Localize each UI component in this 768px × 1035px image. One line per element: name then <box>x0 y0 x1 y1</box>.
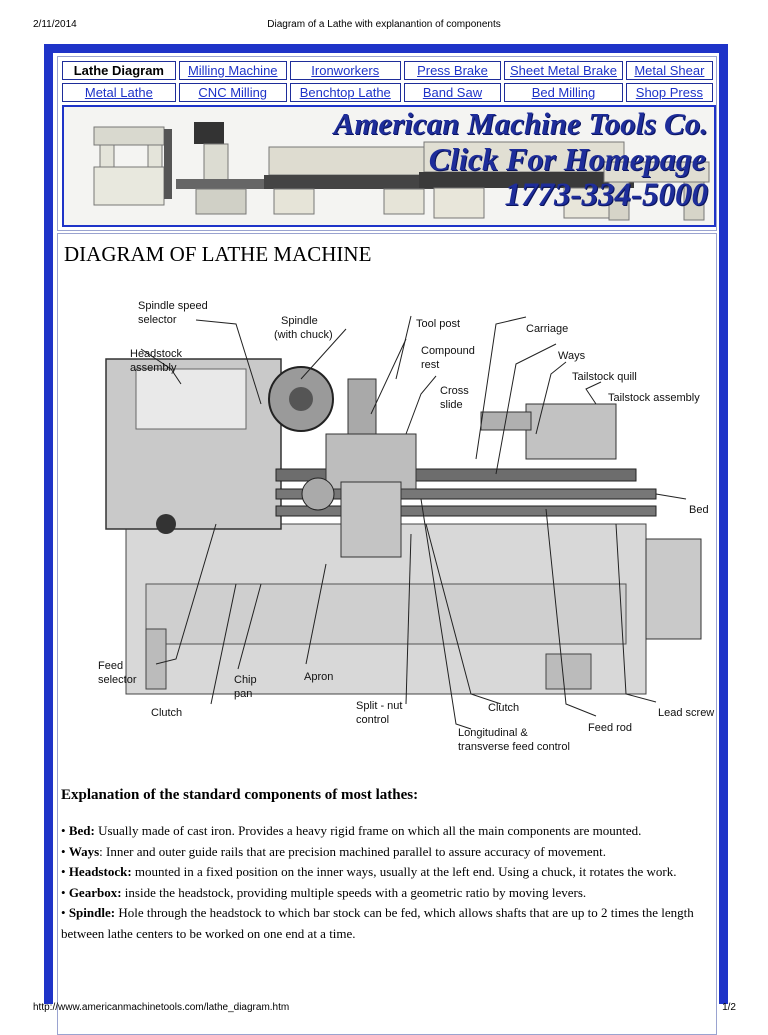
component-list: • Bed: Usually made of cast iron. Provid… <box>61 821 701 944</box>
nav-sheet-metal-brake[interactable]: Sheet Metal Brake <box>504 61 623 80</box>
nav-link[interactable]: Band Saw <box>422 85 483 100</box>
nav-link[interactable]: Metal Shear <box>634 63 705 78</box>
label-headstock-2: assembly <box>130 362 177 374</box>
label-bed: Bed <box>689 504 709 516</box>
list-item: • Spindle: Hole through the headstock to… <box>61 903 701 944</box>
label-chip-pan-2: pan <box>234 688 252 700</box>
lathe-diagram: Spindle speed selector Spindle (with chu… <box>98 300 714 753</box>
label-chip-pan: Chip <box>234 674 257 686</box>
print-url: http://www.americanmachinetools.com/lath… <box>33 1002 290 1013</box>
item-term: Spindle: <box>68 905 116 920</box>
label-lead-screw: Lead screw <box>658 707 714 719</box>
nav-link[interactable]: CNC Milling <box>198 85 268 100</box>
nav-link[interactable]: Bed Milling <box>531 85 596 100</box>
item-term: Gearbox: <box>68 884 122 900</box>
nav-band-saw[interactable]: Band Saw <box>403 83 502 102</box>
label-clutch-right: Clutch <box>488 702 519 714</box>
label-longitudinal-feed-2: transverse feed control <box>458 741 570 753</box>
label-longitudinal-feed: Longitudinal & <box>458 727 528 739</box>
nav-benchtop-lathe[interactable]: Benchtop Lathe <box>289 83 401 102</box>
nav-cnc-milling[interactable]: CNC Milling <box>178 83 287 102</box>
machines-illustration <box>64 107 714 225</box>
homepage-banner[interactable]: American Machine Tools Co. Click For Hom… <box>62 105 716 227</box>
page-heading: DIAGRAM OF LATHE MACHINE <box>64 242 372 266</box>
print-date: 2/11/2014 <box>33 19 77 30</box>
label-clutch-left: Clutch <box>151 707 182 719</box>
nav-metal-shear[interactable]: Metal Shear <box>625 61 713 80</box>
print-footer: http://www.americanmachinetools.com/lath… <box>0 1000 768 1024</box>
nav-table: Lathe Diagram Milling Machine Ironworker… <box>59 58 716 105</box>
item-text: Hole through the headstock to which bar … <box>61 905 694 941</box>
list-item: • Ways: Inner and outer guide rails that… <box>61 842 701 863</box>
banner-company[interactable]: American Machine Tools Co. <box>333 106 708 141</box>
print-title: Diagram of a Lathe with explanantion of … <box>267 19 501 30</box>
lathe-illustration <box>105 358 702 695</box>
item-term: Ways <box>68 843 100 859</box>
label-tailstock-quill: Tailstock quill <box>572 371 637 383</box>
leader-lines <box>140 315 687 730</box>
nav-link[interactable]: Benchtop Lathe <box>299 85 391 100</box>
label-spindle: Spindle <box>281 315 318 327</box>
print-page-number: 1/2 <box>722 1002 736 1013</box>
banner-phone[interactable]: 1773-334-5000 <box>504 177 708 213</box>
nav-link[interactable]: Shop Press <box>635 85 703 100</box>
nav-ironworkers[interactable]: Ironworkers <box>289 61 401 80</box>
list-item: • Bed: Usually made of cast iron. Provid… <box>61 821 701 842</box>
item-text: mounted in a fixed position on the inner… <box>131 864 677 879</box>
label-headstock: Headstock <box>130 348 182 360</box>
label-feed-selector-2: selector <box>98 674 137 686</box>
list-item: • Gearbox: inside the headstock, providi… <box>61 883 701 904</box>
label-ways: Ways <box>558 350 586 362</box>
label-compound-rest: Compound <box>421 345 475 357</box>
bullet: • <box>61 884 66 900</box>
bullet: • <box>61 843 66 859</box>
nav-row-2: Metal Lathe CNC Milling Benchtop Lathe B… <box>62 83 713 102</box>
print-header: 2/11/2014 Diagram of a Lathe with explan… <box>0 0 768 36</box>
bullet: • <box>61 823 66 838</box>
item-text: Usually made of cast iron. Provides a he… <box>94 823 642 838</box>
label-tool-post: Tool post <box>416 318 460 330</box>
nav-metal-lathe[interactable]: Metal Lathe <box>62 83 176 102</box>
label-cross-slide: Cross <box>440 385 469 397</box>
bullet: • <box>61 864 66 879</box>
label-spindle-2: (with chuck) <box>274 329 333 341</box>
nav-lathe-diagram: Lathe Diagram <box>62 61 176 80</box>
label-split-nut: Split - nut <box>356 700 402 712</box>
list-item: • Headstock: mounted in a fixed position… <box>61 862 701 883</box>
nav-link[interactable]: Sheet Metal Brake <box>510 63 617 78</box>
label-tailstock-assembly: Tailstock assembly <box>608 392 700 404</box>
content-box: DIAGRAM OF LATHE MACHINE <box>57 233 717 1035</box>
label-feed-rod: Feed rod <box>588 722 632 734</box>
nav-milling-machine[interactable]: Milling Machine <box>178 61 287 80</box>
banner-text[interactable]: American Machine Tools Co. Click For Hom… <box>184 107 714 213</box>
label-spindle-speed-selector-2: selector <box>138 314 177 326</box>
nav-link[interactable]: Milling Machine <box>187 63 278 78</box>
nav-bed-milling[interactable]: Bed Milling <box>504 83 623 102</box>
nav-row-1: Lathe Diagram Milling Machine Ironworker… <box>62 61 713 80</box>
label-split-nut-2: control <box>356 714 389 726</box>
item-term: Bed: <box>68 823 95 838</box>
label-apron: Apron <box>304 671 333 683</box>
banner-homepage-link[interactable]: Click For Homepage <box>428 141 706 177</box>
page-inner: Lathe Diagram Milling Machine Ironworker… <box>53 53 719 1035</box>
label-spindle-speed-selector: Spindle speed <box>138 300 208 312</box>
label-carriage: Carriage <box>526 323 568 335</box>
label-feed-selector: Feed <box>98 660 123 672</box>
nav-press-brake[interactable]: Press Brake <box>403 61 502 80</box>
diagram-labels: Spindle speed selector Spindle (with chu… <box>98 300 714 753</box>
nav-box: Lathe Diagram Milling Machine Ironworker… <box>57 56 717 231</box>
page-frame: Lathe Diagram Milling Machine Ironworker… <box>44 44 728 1035</box>
item-text: : Inner and outer guide rails that are p… <box>99 843 606 859</box>
label-compound-rest-2: rest <box>421 359 439 371</box>
item-text: inside the headstock, providing multiple… <box>121 884 587 900</box>
explanation-title: Explanation of the standard components o… <box>61 787 419 803</box>
label-cross-slide-2: slide <box>440 399 463 411</box>
nav-link[interactable]: Ironworkers <box>311 63 380 78</box>
item-term: Headstock: <box>68 864 132 879</box>
nav-link[interactable]: Press Brake <box>417 63 488 78</box>
bullet: • <box>61 905 66 920</box>
nav-shop-press[interactable]: Shop Press <box>625 83 713 102</box>
nav-link[interactable]: Metal Lathe <box>84 85 153 100</box>
